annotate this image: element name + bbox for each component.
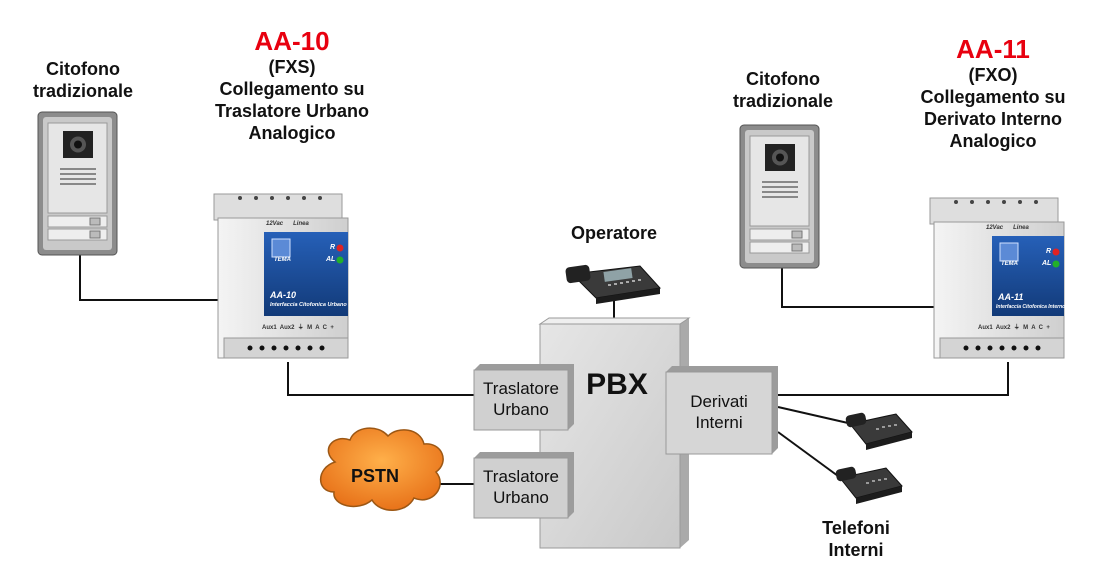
aa10-type: (FXS)	[268, 57, 316, 77]
aa11-type: (FXO)	[968, 65, 1018, 85]
aa11-label-block: AA-11 (FXO) Collegamento su Derivato Int…	[888, 34, 1098, 152]
aa11-top-labels: 12Vac Linea	[986, 225, 1029, 231]
aa10-label-block: AA-10 (FXS) Collegamento su Traslatore U…	[182, 26, 402, 144]
trunk2-label: Traslatore Urbano	[474, 466, 568, 508]
pbx-title: PBX	[586, 368, 648, 401]
left-intercom-label-line2: tradizionale	[32, 81, 134, 101]
trunk2-box	[473, 452, 574, 519]
aa11-desc-line3: Analogico	[949, 131, 1037, 151]
aa10-led-al: AL	[326, 256, 336, 263]
aa10-brand: TEMA	[274, 257, 291, 263]
trunk2-label-line1: Traslatore	[483, 467, 559, 486]
aa11-terminal-labels: Aux1 Aux2 ⏚ M A C +	[978, 325, 1050, 331]
extensions-label-line2: Interni	[695, 413, 743, 432]
aa10-desc-line2: Traslatore Urbano	[214, 101, 370, 121]
aa11-code: AA-11	[956, 34, 1030, 64]
aa11-desc-line1: Collegamento su	[920, 87, 1066, 107]
aa10-device-name: AA-10	[270, 290, 297, 300]
pstn-cloud	[319, 427, 444, 511]
trunk1-label-line1: Traslatore	[483, 379, 559, 398]
line-left-intercom-to-aa10	[79, 255, 218, 301]
line-right-intercom-to-aa11	[781, 268, 934, 308]
phones-label: Telefoni Interni	[796, 517, 916, 561]
left-intercom-label-line1: Citofono	[46, 59, 120, 79]
operator-phone-icon	[565, 264, 661, 304]
phones-label-line2: Interni	[828, 540, 884, 560]
operator-label: Operatore	[570, 223, 658, 243]
aa10-device-subtitle: Interfaccia Citofonica Urbano	[270, 302, 347, 308]
internal-phone-1-icon	[845, 412, 913, 450]
aa11-device-subtitle: Interfaccia Citofonica Interno	[996, 304, 1066, 310]
aa10-desc-line1: Collegamento su	[219, 79, 365, 99]
line-extensions-to-aa11	[778, 362, 1009, 396]
aa11-device	[929, 197, 1065, 359]
trunk1-label-line2: Urbano	[493, 400, 549, 419]
line-aa10-to-trunk1	[287, 362, 476, 396]
trunk1-box	[473, 364, 574, 431]
intercom-right-panel	[739, 124, 820, 269]
aa10-desc-line3: Analogico	[248, 123, 336, 143]
line-ext-to-phone1	[777, 406, 849, 424]
extensions-label-line1: Derivati	[690, 392, 748, 411]
aa11-led-r: R	[1046, 248, 1052, 255]
aa11-desc-line2: Derivato Interno	[923, 109, 1063, 129]
aa10-led-r: R	[330, 244, 336, 251]
trunk1-label: Traslatore Urbano	[474, 378, 568, 420]
aa11-device-name: AA-11	[998, 292, 1024, 302]
trunk2-label-line2: Urbano	[493, 488, 549, 507]
pstn-label: PSTN	[350, 466, 399, 486]
phones-label-line1: Telefoni	[822, 518, 890, 538]
extensions-box	[665, 366, 778, 455]
intercom-left-panel	[37, 111, 118, 256]
aa10-top-labels: 12Vac Linea	[266, 221, 309, 227]
aa11-brand: TEMA	[1001, 261, 1018, 267]
right-intercom-label-line1: Citofono	[746, 69, 820, 89]
line-ext-to-phone2	[777, 431, 839, 477]
aa10-code: AA-10	[254, 26, 330, 56]
aa10-device	[213, 193, 349, 359]
right-intercom-label: Citofono tradizionale	[728, 68, 838, 112]
extensions-label: Derivati Interni	[666, 391, 772, 433]
aa11-led-al: AL	[1042, 260, 1052, 267]
right-intercom-label-line2: tradizionale	[732, 91, 834, 111]
left-intercom-label: Citofono tradizionale	[28, 58, 138, 102]
aa10-terminal-labels: Aux1 Aux2 ⏚ M A C +	[262, 325, 334, 331]
internal-phone-2-icon	[835, 466, 903, 504]
